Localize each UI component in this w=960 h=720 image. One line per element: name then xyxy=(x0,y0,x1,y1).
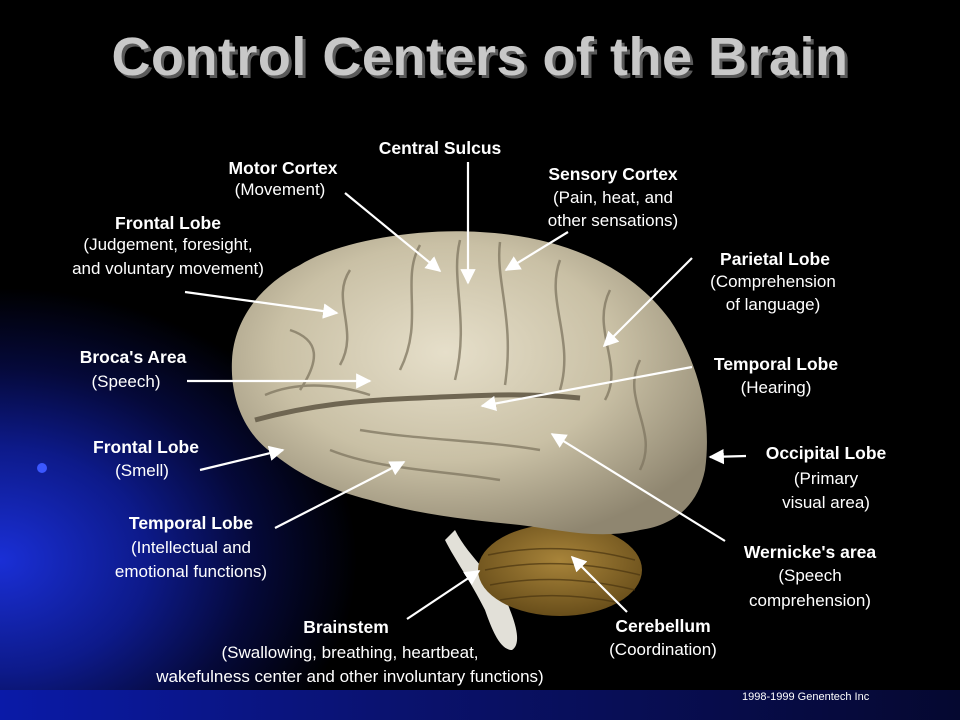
label-wernickes-area-desc-1: (Speech xyxy=(778,566,841,585)
label-occipital-lobe-desc-2: visual area) xyxy=(782,493,870,512)
bullet-dot xyxy=(37,463,47,473)
label-parietal-lobe-name: Parietal Lobe xyxy=(720,249,830,269)
slide-title: Control Centers of the Brain xyxy=(111,27,849,87)
cerebellum-folds xyxy=(484,547,641,604)
label-brainstem-desc-1: (Swallowing, breathing, heartbeat, xyxy=(221,643,478,662)
label-sensory-cortex-desc-1: (Pain, heat, and xyxy=(553,188,673,207)
label-temporal-lobe-left-desc-1: (Intellectual and xyxy=(131,538,251,557)
label-frontal-lobe-lower-name: Frontal Lobe xyxy=(93,437,199,457)
label-brainstem-name: Brainstem xyxy=(303,617,389,637)
label-brainstem-desc-2: wakefulness center and other involuntary… xyxy=(155,667,543,686)
pointer-arrows xyxy=(184,162,747,620)
label-wernickes-area-desc-2: comprehension) xyxy=(749,591,871,610)
label-motor-cortex-name: Motor Cortex xyxy=(229,158,338,178)
arrow-frontal-lobe-upper xyxy=(184,290,339,319)
arrow-frontal-lobe-lower xyxy=(199,445,285,472)
arrow-brainstem xyxy=(406,570,481,620)
brainstem-illustration xyxy=(445,530,518,650)
label-parietal-lobe-desc-2: of language) xyxy=(726,295,821,314)
copyright-notice: 1998-1999 Genentech Inc xyxy=(742,691,870,703)
arrow-parietal-lobe xyxy=(602,257,693,348)
label-frontal-lobe-lower-desc: (Smell) xyxy=(115,461,169,480)
bottom-accent-bar xyxy=(0,690,960,720)
arrow-wernickes-area xyxy=(550,433,726,542)
cerebellum-illustration xyxy=(478,524,642,616)
cerebrum-illustration xyxy=(231,231,707,535)
label-motor-cortex-desc: (Movement) xyxy=(235,180,326,199)
label-cerebellum-desc: (Coordination) xyxy=(609,640,717,659)
label-occipital-lobe-name: Occipital Lobe xyxy=(766,443,887,463)
label-central-sulcus-name: Central Sulcus xyxy=(379,138,502,158)
arrow-temporal-lobe-left xyxy=(274,461,406,529)
label-frontal-lobe-upper-name: Frontal Lobe xyxy=(115,213,221,233)
label-parietal-lobe-desc-1: (Comprehension xyxy=(710,272,836,291)
label-brocas-area-desc: (Speech) xyxy=(92,372,161,391)
label-frontal-lobe-upper-desc-2: and voluntary movement) xyxy=(72,259,264,278)
label-brocas-area-name: Broca's Area xyxy=(80,347,187,367)
brain-gyri xyxy=(264,239,647,482)
diagram-labels: Central Sulcus Motor Cortex (Movement) S… xyxy=(72,138,886,686)
label-sensory-cortex-name: Sensory Cortex xyxy=(548,164,678,184)
label-temporal-lobe-right-name: Temporal Lobe xyxy=(714,354,838,374)
arrow-occipital-lobe xyxy=(708,448,747,465)
arrow-sensory-cortex xyxy=(504,231,569,271)
label-cerebellum-name: Cerebellum xyxy=(615,616,710,636)
label-temporal-lobe-left-name: Temporal Lobe xyxy=(129,513,253,533)
arrow-temporal-lobe-right xyxy=(480,365,693,412)
label-wernickes-area-name: Wernicke's area xyxy=(744,542,877,562)
label-occipital-lobe-desc-1: (Primary xyxy=(794,469,859,488)
label-temporal-lobe-right-desc: (Hearing) xyxy=(741,378,812,397)
label-sensory-cortex-desc-2: other sensations) xyxy=(548,211,678,230)
lateral-fissure xyxy=(254,392,581,423)
arrow-motor-cortex xyxy=(344,192,442,272)
arrow-cerebellum xyxy=(570,555,628,613)
label-temporal-lobe-left-desc-2: emotional functions) xyxy=(115,562,267,581)
label-frontal-lobe-upper-desc-1: (Judgement, foresight, xyxy=(83,235,252,254)
